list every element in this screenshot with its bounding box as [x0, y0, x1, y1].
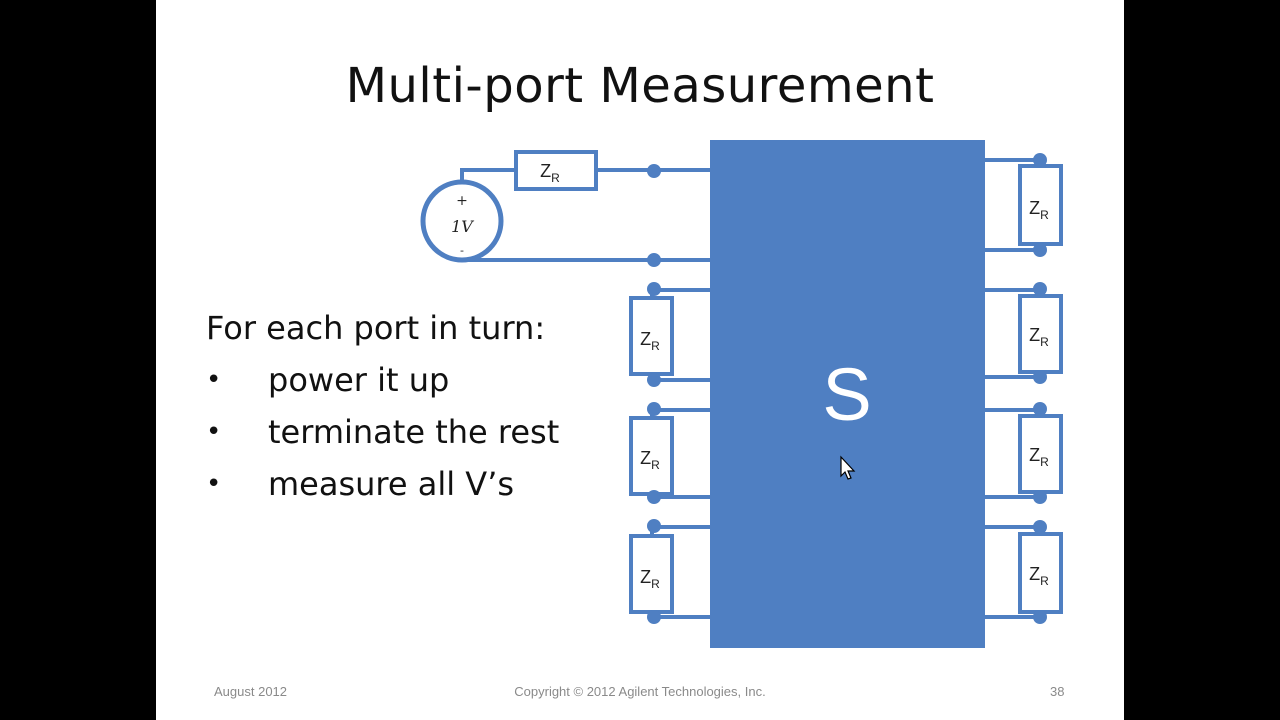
bullet-item: • measure all V’s — [206, 458, 559, 510]
bullet-intro: For each port in turn: — [206, 309, 546, 347]
svg-text:ZR: ZR — [640, 567, 660, 591]
source-plus-sign: + — [456, 193, 468, 209]
bullet-list: For each port in turn: • power it up • ter… — [206, 302, 559, 510]
resistor-label: Z — [1029, 564, 1040, 584]
footer-page-number: 38 — [1050, 684, 1065, 699]
port-terminals — [647, 153, 1047, 624]
svg-text:ZR: ZR — [1029, 445, 1049, 469]
resistor-subscript: R — [1040, 208, 1049, 222]
block-label: S — [822, 353, 871, 436]
termination-resistor: ZR — [629, 534, 674, 614]
footer-copyright: Copyright © 2012 Agilent Technologies, I… — [514, 684, 766, 699]
source-minus-sign: - — [460, 244, 464, 257]
termination-resistor: ZR — [1018, 414, 1063, 494]
resistor-subscript: R — [651, 577, 660, 591]
footer-date: August 2012 — [214, 684, 288, 699]
resistor-subscript: R — [651, 339, 660, 353]
bullet-dot: • — [206, 365, 222, 395]
bullet-text: measure all V’s — [268, 465, 515, 503]
svg-text:ZR: ZR — [640, 329, 660, 353]
termination-resistor: ZR — [1018, 294, 1063, 374]
resistor-subscript: R — [551, 171, 560, 185]
resistor-subscript: R — [1040, 455, 1049, 469]
resistor-label: Z — [540, 161, 551, 181]
resistor-label: Z — [640, 329, 651, 349]
resistor-subscript: R — [1040, 335, 1049, 349]
mouse-cursor-icon — [840, 455, 856, 480]
termination-resistor: ZR — [1018, 164, 1063, 246]
voltage-source: + 1V - — [420, 179, 504, 263]
termination-resistor: ZR — [629, 296, 674, 376]
svg-text:ZR: ZR — [640, 448, 660, 472]
bullet-dot: • — [206, 417, 222, 447]
resistor-label: Z — [1029, 198, 1040, 218]
s-parameter-block — [710, 140, 985, 648]
svg-text:ZR: ZR — [1029, 198, 1049, 222]
bullet-item: • power it up — [206, 354, 559, 406]
resistor-label: Z — [1029, 445, 1040, 465]
bullet-item: • terminate the rest — [206, 406, 559, 458]
resistor-subscript: R — [651, 458, 660, 472]
series-resistor: ZR — [514, 150, 598, 191]
bullet-dot: • — [206, 469, 222, 499]
resistor-label: Z — [1029, 325, 1040, 345]
bullet-text: power it up — [268, 361, 450, 399]
source-value: 1V — [451, 217, 474, 236]
resistor-label: Z — [640, 567, 651, 587]
resistor-subscript: R — [1040, 574, 1049, 588]
resistor-label: Z — [640, 448, 651, 468]
svg-text:ZR: ZR — [1029, 564, 1049, 588]
svg-text:ZR: ZR — [1029, 325, 1049, 349]
slide-title: Multi-port Measurement — [345, 58, 935, 114]
termination-resistor: ZR — [1018, 532, 1063, 614]
termination-resistor: ZR — [629, 416, 674, 496]
svg-text:ZR: ZR — [540, 161, 560, 185]
bullet-text: terminate the rest — [268, 413, 560, 451]
